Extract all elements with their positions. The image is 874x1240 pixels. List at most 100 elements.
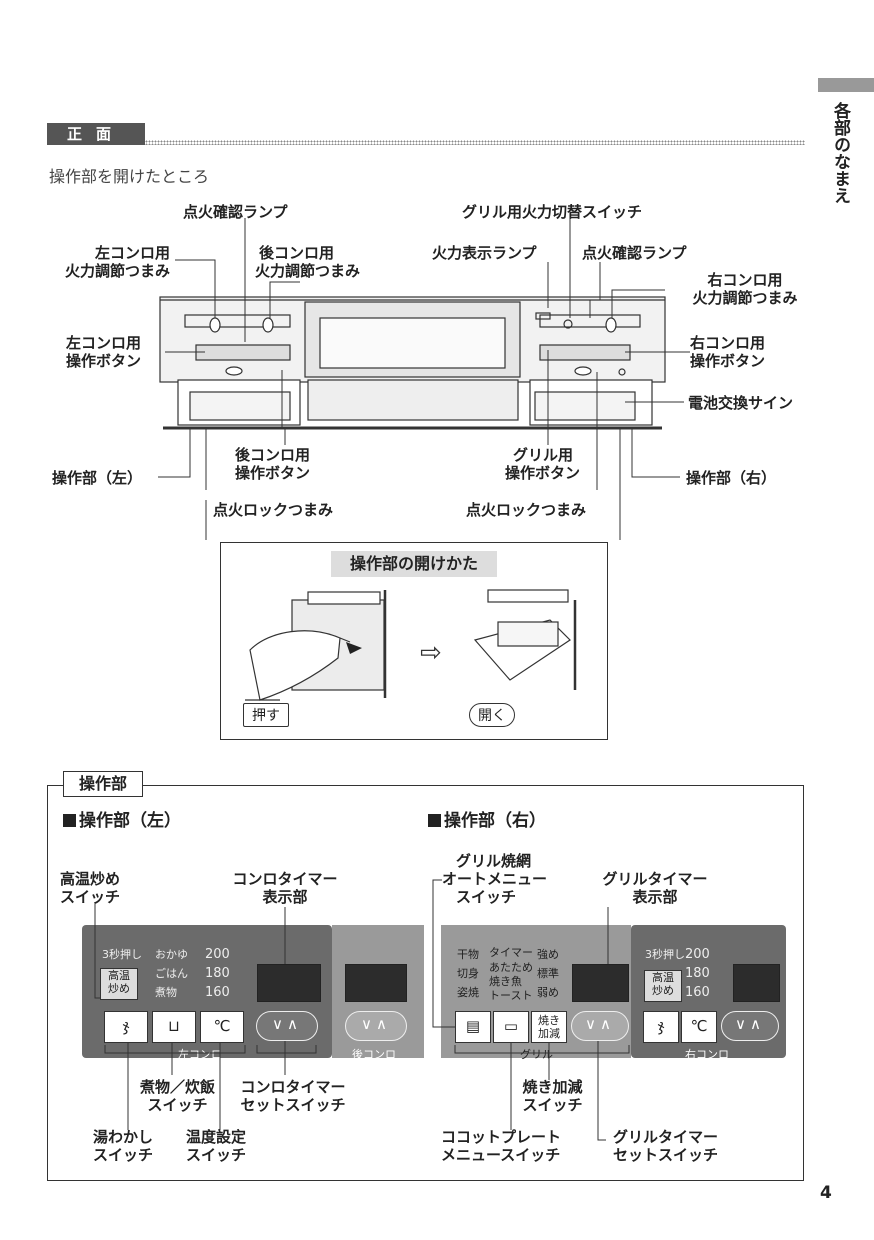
right-panel-title-text: 操作部（右） xyxy=(444,811,546,831)
label-line: 火力調節つまみ xyxy=(255,262,361,280)
label-line: 火力調節つまみ xyxy=(692,289,798,307)
kettle-switch-right[interactable]: ჯ xyxy=(643,1011,679,1043)
callout-bake-adjust: 焼き加減スイッチ xyxy=(515,1078,590,1114)
square-bullet-icon xyxy=(63,814,76,827)
label-line: 湯わかし xyxy=(93,1128,154,1146)
label-line: グリル用 xyxy=(513,446,574,464)
menu-yowame: 弱め xyxy=(537,986,559,999)
label-grill-heat-switch: グリル用火力切替スイッチ xyxy=(462,203,643,221)
control-panel-box-title: 操作部 xyxy=(63,771,143,797)
label-line: 左コンロ用 xyxy=(66,334,142,352)
simmer-rice-switch[interactable]: ⊔ xyxy=(152,1011,196,1043)
grill-net-icon: ▤ xyxy=(465,1017,481,1035)
callout-grill-timer-display: グリルタイマー表示部 xyxy=(590,870,720,906)
label-line: スイッチ xyxy=(186,1146,247,1164)
press3-label-right: 3秒押し xyxy=(645,948,685,961)
burner-timer-display xyxy=(257,964,321,1002)
burner-timer-set-switch[interactable]: ∨∧ xyxy=(256,1011,318,1041)
callout-timer-set: コンロタイマーセットスイッチ xyxy=(228,1078,358,1114)
callout-grill-net-menu: グリル焼網オートメニュースイッチ xyxy=(442,852,547,906)
kettle-icon: ჯ xyxy=(122,1017,130,1035)
bake-adjust-switch[interactable]: 焼き加減 xyxy=(531,1011,567,1043)
rear-timer-set-switch[interactable]: ∨∧ xyxy=(345,1011,407,1041)
label-lock-knob-right: 点火ロックつまみ xyxy=(466,501,587,519)
label-rear-burner-knob: 後コンロ用火力調節つまみ xyxy=(255,244,360,280)
chip-line: 炒め xyxy=(652,984,674,997)
right-panel-title: 操作部（右） xyxy=(428,806,546,831)
left-burner-group-label: 左コンロ xyxy=(178,1048,222,1061)
menu-hyojun: 標準 xyxy=(537,967,559,980)
callout-timer-display: コンロタイマー表示部 xyxy=(220,870,350,906)
grill-timer-set-switch[interactable]: ∨∧ xyxy=(571,1011,629,1041)
temp-set-switch[interactable]: ℃ xyxy=(200,1011,244,1043)
label-line: スイッチ xyxy=(456,888,517,906)
label-line: スイッチ xyxy=(522,1096,583,1114)
left-panel-title-text: 操作部（左） xyxy=(79,811,181,831)
left-panel-title: 操作部（左） xyxy=(63,806,181,831)
kettle-switch[interactable]: ჯ xyxy=(104,1011,148,1043)
menu-gohan: ごはん xyxy=(155,967,188,980)
label-line: ココットプレート xyxy=(441,1128,562,1146)
how-to-open-illustration xyxy=(245,589,577,701)
rear-burner-group-label: 後コンロ xyxy=(352,1048,396,1061)
chapter-tab-label: 各部のなまえ xyxy=(830,102,850,204)
label-line: スイッチ xyxy=(93,1146,154,1164)
label-line: 操作ボタン xyxy=(66,352,142,370)
label-panel-left: 操作部（左） xyxy=(52,469,143,487)
cocotte-plate-icon: ▭ xyxy=(503,1017,519,1035)
label-heat-display-lamp: 火力表示ランプ xyxy=(432,244,537,262)
label-line: オートメニュー xyxy=(442,870,548,888)
label-line: 後コンロ用 xyxy=(259,244,335,262)
label-ignition-lamp-right: 点火確認ランプ xyxy=(582,244,687,262)
section-subtitle: 操作部を開けたところ xyxy=(49,167,210,186)
grill-timer-display xyxy=(572,964,629,1002)
menu-toast: トースト xyxy=(489,989,533,1002)
menu-himono: 干物 xyxy=(457,948,479,961)
menu-atatame: あたため xyxy=(489,961,533,974)
callout-grill-timer-set: グリルタイマーセットスイッチ xyxy=(613,1128,718,1164)
right-timer-set-switch[interactable]: ∨∧ xyxy=(721,1011,779,1041)
label-line: 操作ボタン xyxy=(505,464,581,482)
hot-stirfry-switch-right[interactable]: 高温炒め xyxy=(644,970,682,1002)
stove-front-illustration xyxy=(158,218,690,540)
label-line: スイッチ xyxy=(147,1096,208,1114)
chip-line: 高温 xyxy=(652,971,674,984)
menu-tsuyome: 強め xyxy=(537,948,559,961)
label-ignition-lamp-left: 点火確認ランプ xyxy=(183,203,288,221)
chip-line: 炒め xyxy=(108,982,130,995)
menu-nimono: 煮物 xyxy=(155,986,177,999)
kettle-icon: ჯ xyxy=(657,1017,665,1035)
temp-160: 160 xyxy=(205,985,230,1000)
key-line: 加減 xyxy=(538,1027,560,1040)
callout-kettle: 湯わかしスイッチ xyxy=(93,1128,153,1164)
temp-200-right: 200 xyxy=(685,947,710,962)
chapter-tab-bar xyxy=(818,78,874,92)
menu-kirimi: 切身 xyxy=(457,967,479,980)
arrow-right-icon: ⇨ xyxy=(420,638,442,668)
menu-yakizakana: 焼き魚 xyxy=(489,975,522,988)
pot-icon: ⊔ xyxy=(168,1017,180,1035)
key-line: 焼き xyxy=(538,1014,560,1027)
how-to-open-inset xyxy=(220,542,608,740)
label-right-burner-button: 右コンロ用操作ボタン xyxy=(690,334,765,370)
label-line: セットスイッチ xyxy=(613,1146,719,1164)
cocotte-menu-switch[interactable]: ▭ xyxy=(493,1011,529,1043)
temp-set-switch-right[interactable]: ℃ xyxy=(681,1011,717,1043)
press3-label: 3秒押し xyxy=(102,948,142,961)
label-line: 表示部 xyxy=(632,888,678,906)
label-grill-button: グリル用操作ボタン xyxy=(505,446,580,482)
label-left-burner-knob: 左コンロ用火力調節つまみ xyxy=(45,244,170,280)
label-line: 左コンロ用 xyxy=(94,244,170,262)
label-line: 煮物／炊飯 xyxy=(139,1078,215,1096)
label-line: 右コンロ用 xyxy=(690,334,766,352)
chip-line: 高温 xyxy=(108,969,130,982)
temp-160-right: 160 xyxy=(685,985,710,1000)
hot-stirfry-switch[interactable]: 高温炒め xyxy=(100,968,138,1000)
label-line: グリル焼網 xyxy=(456,852,532,870)
label-left-burner-button: 左コンロ用操作ボタン xyxy=(66,334,141,370)
rear-timer-display xyxy=(345,964,407,1002)
label-battery-sign: 電池交換サイン xyxy=(688,394,794,412)
grill-net-menu-switch[interactable]: ▤ xyxy=(455,1011,491,1043)
temp-180-right: 180 xyxy=(685,966,710,981)
